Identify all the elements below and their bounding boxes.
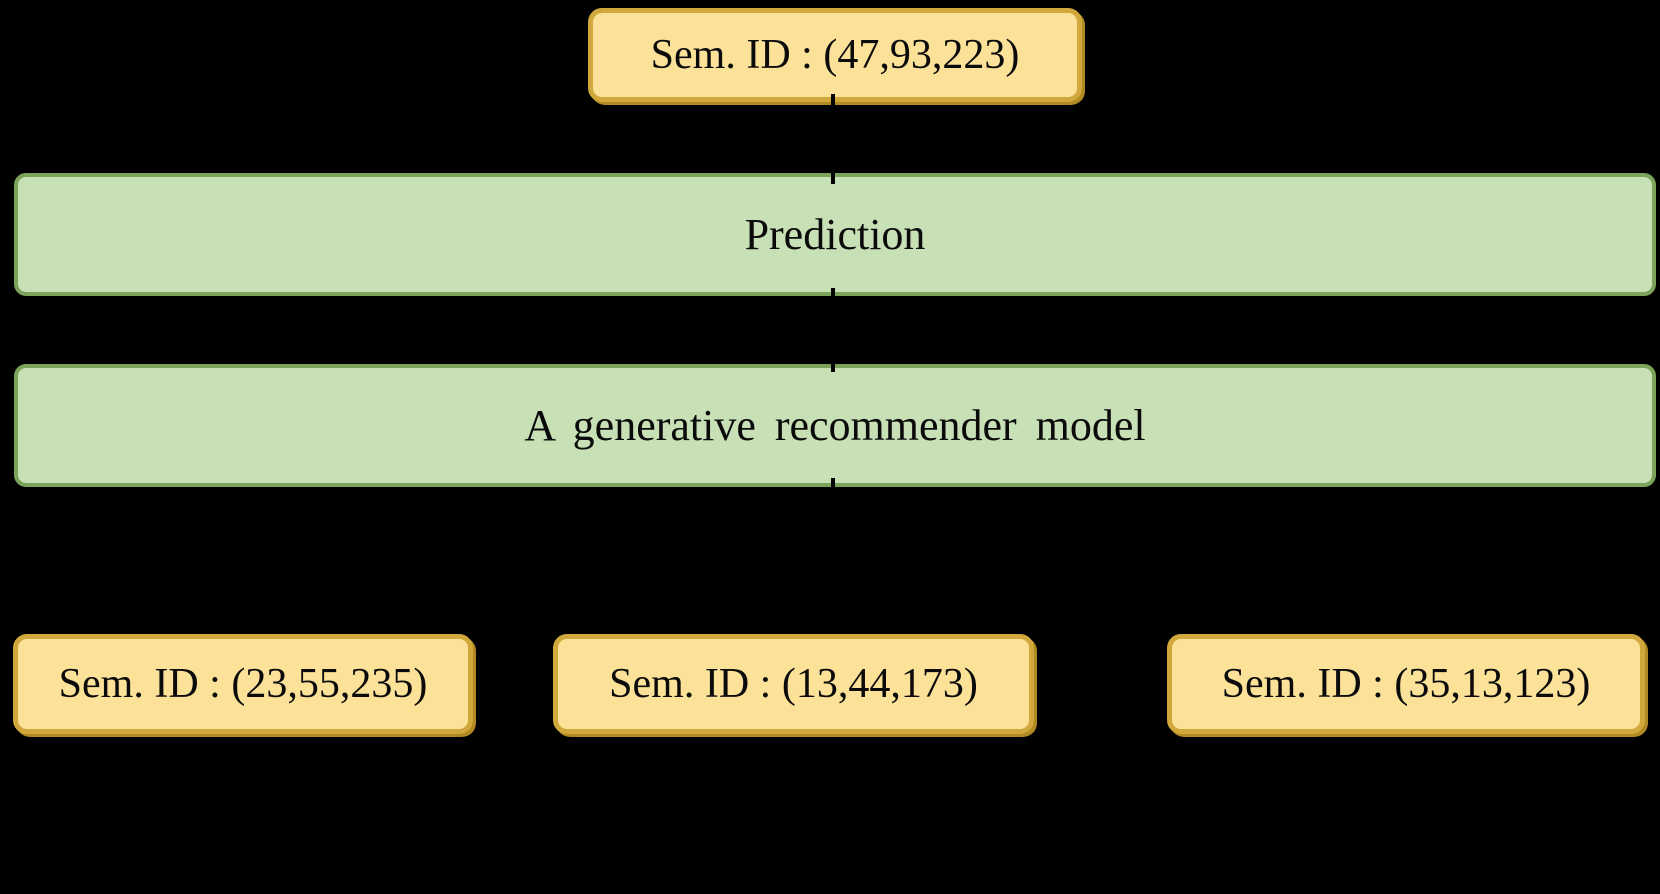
input-sem-id-label-1: Sem. ID : (23,55,235) xyxy=(58,661,428,707)
connector-prediction-to-model xyxy=(831,288,835,372)
prediction-bar-label: Prediction xyxy=(744,210,926,259)
output-sem-id-label: Sem. ID : (47,93,223) xyxy=(650,32,1020,78)
input-sem-id-box-1: Sem. ID : (23,55,235) xyxy=(13,634,473,734)
prediction-bar: Prediction xyxy=(14,173,1656,296)
generative-recommender-model-bar: A generative recommender model xyxy=(14,364,1656,487)
input-sem-id-box-3: Sem. ID : (35,13,123) xyxy=(1167,634,1645,734)
input-sem-id-box-2: Sem. ID : (13,44,173) xyxy=(553,634,1034,734)
output-sem-id-box: Sem. ID : (47,93,223) xyxy=(588,8,1082,102)
connector-output-to-prediction xyxy=(831,94,835,184)
connector-model-to-inputs xyxy=(831,478,835,538)
generative-recommender-model-label: A generative recommender model xyxy=(524,401,1146,450)
input-sem-id-label-3: Sem. ID : (35,13,123) xyxy=(1221,661,1591,707)
input-sem-id-label-2: Sem. ID : (13,44,173) xyxy=(609,661,978,707)
